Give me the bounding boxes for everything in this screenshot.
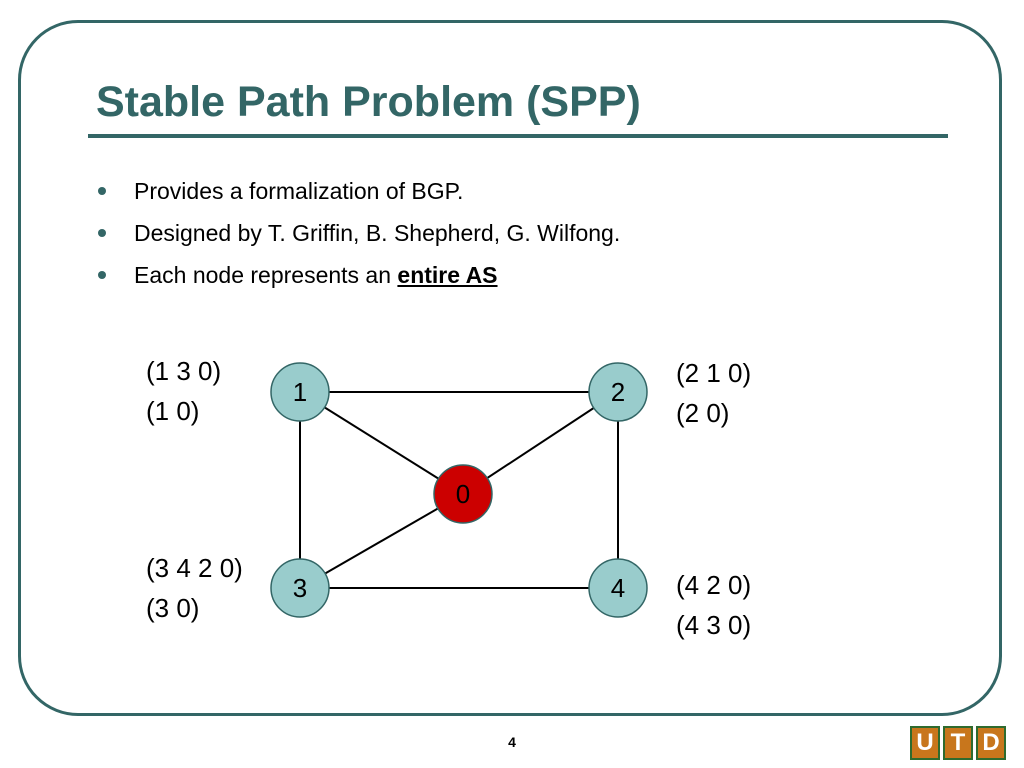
slide-frame bbox=[18, 20, 1002, 716]
utd-logo: U T D bbox=[910, 726, 1006, 760]
logo-letter: U bbox=[910, 726, 940, 760]
logo-letter: T bbox=[943, 726, 973, 760]
edge-3-0 bbox=[299, 493, 464, 589]
node-circle bbox=[270, 558, 330, 618]
node-label: 4 bbox=[611, 573, 625, 603]
node-3: 3 bbox=[270, 558, 330, 618]
node-label: 1 bbox=[293, 377, 307, 407]
path-entry-node-4: (4 3 0) bbox=[676, 610, 751, 640]
bullet-icon bbox=[98, 229, 106, 237]
edge-2-0 bbox=[462, 391, 619, 495]
bullet-text: Each node represents an bbox=[134, 262, 398, 288]
path-entry-node-3: (3 0) bbox=[146, 593, 199, 623]
path-entry-node-3: (3 4 2 0) bbox=[146, 553, 243, 583]
node-label: 0 bbox=[456, 479, 470, 509]
logo-letter: D bbox=[976, 726, 1006, 760]
node-2: 2 bbox=[588, 362, 648, 422]
slide-title: Stable Path Problem (SPP) bbox=[96, 78, 641, 126]
node-label: 2 bbox=[611, 377, 625, 407]
edge-1-0 bbox=[299, 391, 464, 495]
bullet-item: Designed by T. Griffin, B. Shepherd, G. … bbox=[96, 214, 620, 256]
node-circle bbox=[433, 464, 493, 524]
bullet-icon bbox=[98, 271, 106, 279]
path-entry-node-1: (1 3 0) bbox=[146, 356, 221, 386]
node-circle bbox=[588, 558, 648, 618]
bullet-text: Designed by T. Griffin, B. Shepherd, G. … bbox=[134, 220, 621, 246]
bullet-text: Provides a formalization of BGP. bbox=[134, 178, 464, 204]
bullet-item: Provides a formalization of BGP. bbox=[96, 172, 620, 214]
bullet-item: Each node represents an entire AS bbox=[96, 256, 620, 298]
page-number: 4 bbox=[508, 734, 516, 750]
node-group: 1 2 0 3 4 bbox=[270, 362, 648, 618]
node-0: 0 bbox=[433, 464, 493, 524]
path-entry-node-2: (2 0) bbox=[676, 398, 729, 428]
bullet-emphasis: entire AS bbox=[397, 262, 498, 288]
path-entry-node-2: (2 1 0) bbox=[676, 358, 751, 388]
path-entry-node-1: (1 0) bbox=[146, 396, 199, 426]
node-4: 4 bbox=[588, 558, 648, 618]
bullet-icon bbox=[98, 187, 106, 195]
path-entry-node-4: (4 2 0) bbox=[676, 570, 751, 600]
node-label: 3 bbox=[293, 573, 307, 603]
bullet-list: Provides a formalization of BGP. Designe… bbox=[96, 172, 620, 298]
node-circle bbox=[270, 362, 330, 422]
node-circle bbox=[588, 362, 648, 422]
node-1: 1 bbox=[270, 362, 330, 422]
edge-group bbox=[299, 391, 619, 589]
path-list-group: (1 3 0) (1 0) (2 1 0) (2 0) (3 4 2 0) (3 0) (4… bbox=[146, 356, 751, 640]
title-divider bbox=[88, 134, 948, 138]
